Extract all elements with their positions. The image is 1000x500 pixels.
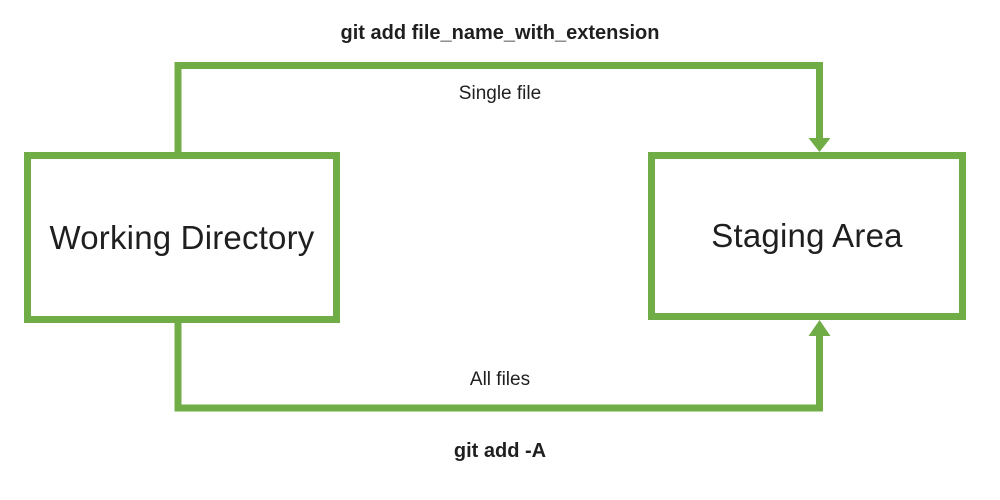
single-file-label: Single file <box>458 83 542 104</box>
working-directory-label: Working Directory <box>49 218 315 256</box>
single-file-command-label: git add file_name_with_extension <box>340 22 660 44</box>
all-files-command-label: git add -A <box>453 440 547 462</box>
staging-area-label: Staging Area <box>711 217 903 254</box>
working-directory-node: Working Directory <box>24 152 340 323</box>
single-file-connector <box>174 62 823 155</box>
all-files-connector <box>174 320 823 412</box>
single-file-arrow-down-icon <box>808 138 831 152</box>
staging-area-node: Staging Area <box>648 152 966 320</box>
all-files-arrow-up-icon <box>808 320 831 336</box>
all-files-label: All files <box>469 369 531 390</box>
